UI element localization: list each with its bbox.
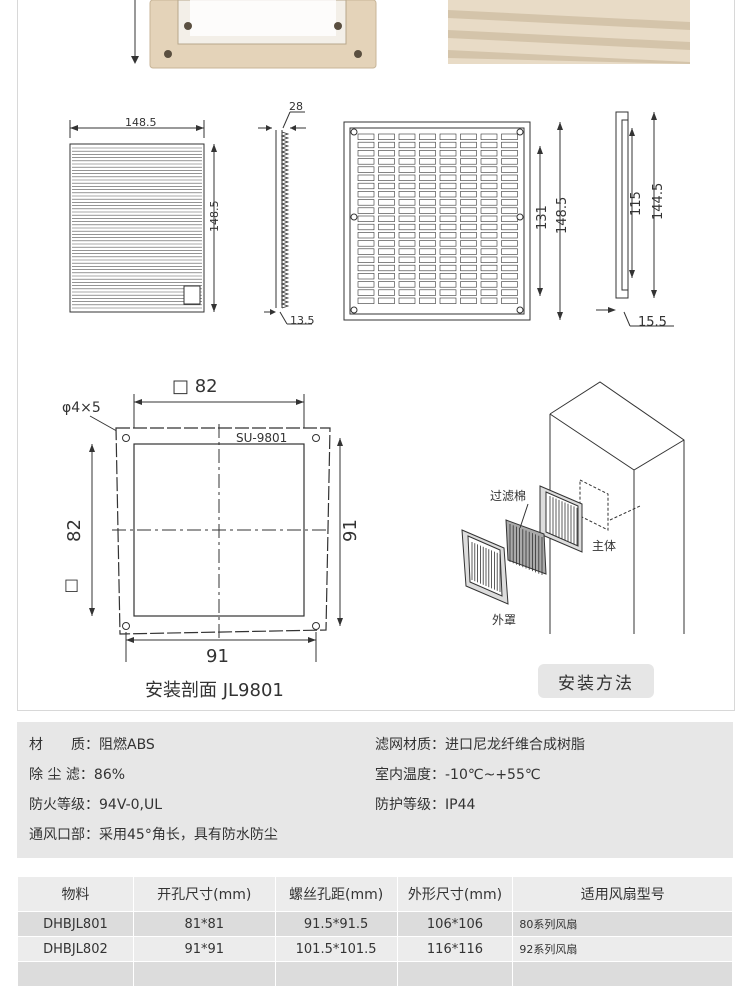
side2-outer-label: 144.5 — [651, 183, 666, 220]
spec-temperature: 室内温度：-10℃~+55℃ — [375, 767, 541, 783]
header-cutout: 开孔尺寸(mm) — [132, 876, 276, 912]
table-row: DHBJL802 91*91 101.5*101.5 116*116 92系列风… — [17, 936, 733, 962]
table-row-partial — [17, 961, 733, 987]
table-header-row: 物料 开孔尺寸(mm) 螺丝孔距(mm) 外形尺寸(mm) 适用风扇型号 — [17, 876, 733, 912]
technical-drawings: 148.5 148.5 28 13.5 — [69, 100, 674, 330]
left-square-label: □ — [64, 575, 79, 594]
cell-cutout: 81*81 — [132, 911, 276, 937]
product-photos — [131, 0, 690, 69]
spec-protection: 防护等级：IP44 — [375, 797, 476, 813]
spec-dust-filter: 除 尘 滤：86% — [29, 767, 126, 783]
hole-spec-label: φ4×5 — [62, 400, 101, 416]
model-label: SU-9801 — [236, 431, 287, 445]
spec-panel: 材 质：阻燃ABS 滤网材质：进口尼龙纤维合成树脂 除 尘 滤：86% 室内温度… — [17, 722, 733, 858]
spec-vent: 通风口部：采用45°角长，具有防水防尘 — [29, 827, 278, 843]
front-view-drawing: 148.5 148.5 — [69, 116, 221, 313]
header-fan-model: 适用风扇型号 — [512, 876, 733, 912]
side-depth-bottom: 13.5 — [290, 314, 315, 327]
side-view-drawing: 28 13.5 — [258, 100, 315, 327]
spec-fire-rating: 防火等级：94V-0,UL — [29, 797, 163, 813]
side2-inner-label: 115 — [629, 191, 644, 216]
cell-outer-size: 106*106 — [396, 911, 514, 937]
cover-label: 外罩 — [492, 613, 516, 627]
filter-pad — [505, 519, 547, 575]
louver-side-photo — [448, 0, 690, 64]
top-size-label: □ 82 — [172, 376, 218, 397]
table-row: DHBJL801 81*81 91.5*91.5 106*106 80系列风扇 — [17, 911, 733, 937]
cell-screw-pitch: 91.5*91.5 — [274, 911, 398, 937]
side2-depth-label: 15.5 — [638, 315, 667, 330]
cell-fan-model: 80系列风扇 — [512, 911, 733, 937]
bottom-pitch-label: 91 — [206, 646, 229, 667]
side-depth-top: 28 — [289, 100, 303, 113]
outer-cover — [461, 529, 509, 605]
cutout-caption: 安装剖面 JL9801 — [145, 680, 284, 701]
cell-material: DHBJL802 — [17, 936, 134, 962]
filter-label: 过滤棉 — [490, 489, 526, 503]
install-method-badge: 安装方法 — [538, 664, 654, 698]
front-width-label: 148.5 — [125, 116, 157, 129]
body-label: 主体 — [592, 539, 616, 553]
cell-outer-size: 116*116 — [396, 936, 514, 962]
left-size-label: 82 — [64, 519, 85, 542]
right-pitch-label: 91 — [340, 519, 361, 542]
cell-screw-pitch: 101.5*101.5 — [274, 936, 398, 962]
spec-filter-material: 滤网材质：进口尼龙纤维合成树脂 — [375, 737, 585, 753]
models-table: 物料 开孔尺寸(mm) 螺丝孔距(mm) 外形尺寸(mm) 适用风扇型号 DHB… — [17, 876, 733, 987]
back-inner-label: 131 — [535, 205, 550, 230]
body-unit — [539, 485, 583, 553]
back-outer-label: 148.5 — [555, 197, 570, 234]
header-material: 物料 — [17, 876, 134, 912]
header-outer-size: 外形尺寸(mm) — [396, 876, 514, 912]
front-height-label: 148.5 — [208, 201, 221, 233]
header-screw-pitch: 螺丝孔距(mm) — [274, 876, 398, 912]
install-diagram: 过滤棉 主体 外罩 — [461, 381, 685, 634]
back-view-drawing: 131 148.5 — [343, 121, 570, 321]
side-view-2-drawing: 115 144.5 15.5 — [596, 111, 674, 330]
product-frame — [17, 0, 735, 711]
cutout-diagram: φ4×5 □ 82 SU-9801 82 □ 91 91 — [62, 376, 361, 667]
spec-material: 材 质：阻燃ABS — [29, 737, 155, 753]
cell-material: DHBJL801 — [17, 911, 134, 937]
cell-fan-model: 92系列风扇 — [512, 936, 733, 962]
cell-cutout: 91*91 — [132, 936, 276, 962]
